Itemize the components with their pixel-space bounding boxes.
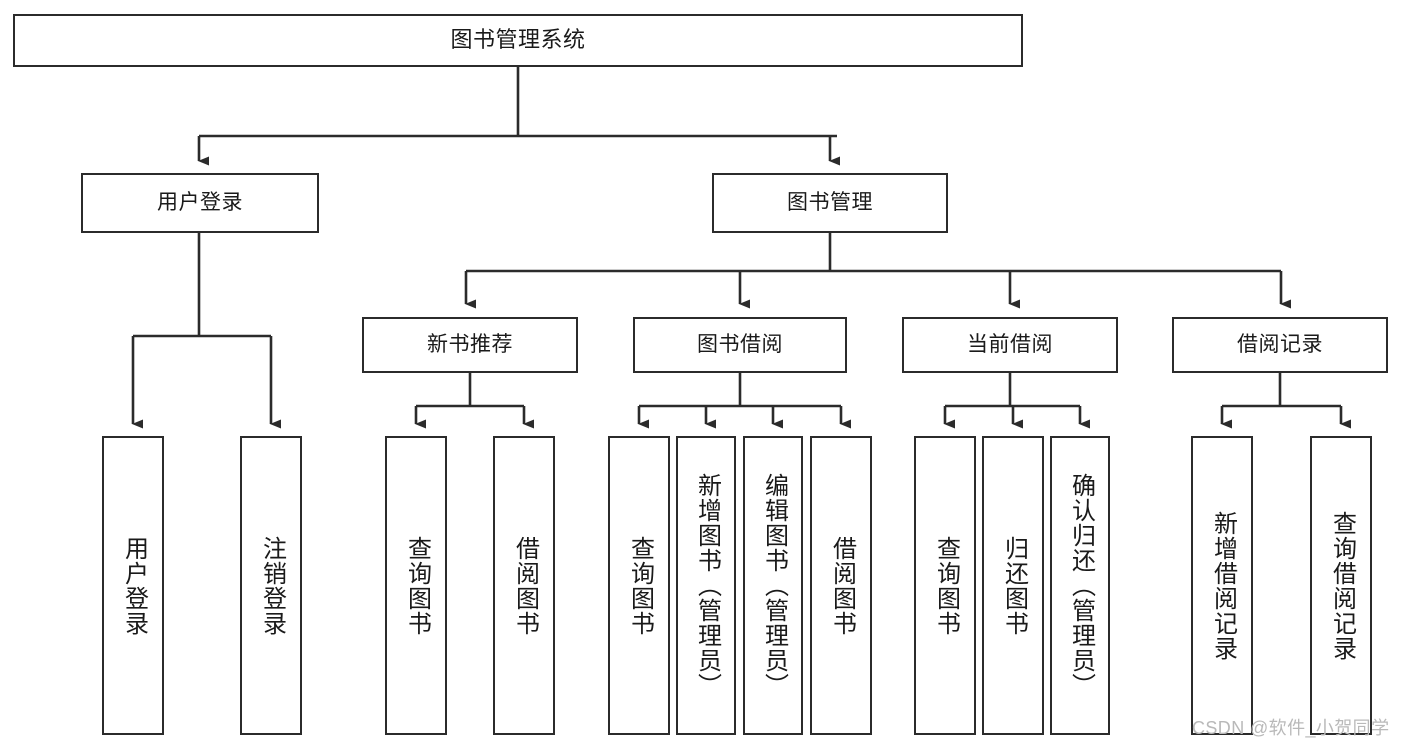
node-current-borrow-label: 当前借阅 xyxy=(967,332,1053,356)
node-leaf-user-login[interactable]: 用户登录 xyxy=(102,436,164,735)
node-leaf-user-logout-label: 注销登录 xyxy=(258,535,286,636)
node-leaf-add-record[interactable]: 新增借阅记录 xyxy=(1191,436,1253,735)
node-leaf-query-book-1-label: 查询图书 xyxy=(403,535,431,636)
node-root[interactable]: 图书管理系统 xyxy=(13,14,1023,67)
node-leaf-query-book-3-label: 查询图书 xyxy=(932,535,960,636)
node-new-book-recommend-label: 新书推荐 xyxy=(427,332,513,356)
node-leaf-add-book[interactable]: 新增图书（管理员） xyxy=(676,436,736,735)
node-leaf-query-record[interactable]: 查询借阅记录 xyxy=(1310,436,1372,735)
node-leaf-borrow-book-1-label: 借阅图书 xyxy=(511,535,539,636)
node-book-manage[interactable]: 图书管理 xyxy=(712,173,948,233)
node-current-borrow[interactable]: 当前借阅 xyxy=(902,317,1118,373)
csdn-watermark: CSDN @软件_小贺同学 xyxy=(1192,718,1390,738)
node-leaf-query-book-2-label: 查询图书 xyxy=(626,535,654,636)
node-book-borrow[interactable]: 图书借阅 xyxy=(633,317,847,373)
node-borrow-record-label: 借阅记录 xyxy=(1237,332,1323,356)
node-leaf-user-logout[interactable]: 注销登录 xyxy=(240,436,302,735)
node-leaf-borrow-book-2[interactable]: 借阅图书 xyxy=(810,436,872,735)
node-user-login[interactable]: 用户登录 xyxy=(81,173,319,233)
node-book-borrow-label: 图书借阅 xyxy=(697,332,783,356)
node-book-manage-label: 图书管理 xyxy=(787,190,873,214)
node-leaf-add-book-label: 新增图书（管理员） xyxy=(693,473,721,698)
node-leaf-borrow-book-2-label: 借阅图书 xyxy=(828,535,856,636)
node-leaf-query-record-label: 查询借阅记录 xyxy=(1328,510,1356,661)
node-leaf-add-record-label: 新增借阅记录 xyxy=(1209,510,1237,661)
node-user-login-label: 用户登录 xyxy=(157,190,243,214)
node-leaf-return-book[interactable]: 归还图书 xyxy=(982,436,1044,735)
node-leaf-borrow-book-1[interactable]: 借阅图书 xyxy=(493,436,555,735)
node-leaf-edit-book[interactable]: 编辑图书（管理员） xyxy=(743,436,803,735)
node-leaf-return-book-label: 归还图书 xyxy=(1000,535,1028,636)
node-leaf-query-book-1[interactable]: 查询图书 xyxy=(385,436,447,735)
node-new-book-recommend[interactable]: 新书推荐 xyxy=(362,317,578,373)
node-leaf-edit-book-label: 编辑图书（管理员） xyxy=(760,473,788,698)
node-leaf-user-login-label: 用户登录 xyxy=(120,535,148,636)
node-leaf-confirm-return-label: 确认归还（管理员） xyxy=(1067,473,1095,698)
node-leaf-query-book-2[interactable]: 查询图书 xyxy=(608,436,670,735)
node-root-label: 图书管理系统 xyxy=(450,27,586,53)
node-leaf-confirm-return[interactable]: 确认归还（管理员） xyxy=(1050,436,1110,735)
node-borrow-record[interactable]: 借阅记录 xyxy=(1172,317,1388,373)
node-leaf-query-book-3[interactable]: 查询图书 xyxy=(914,436,976,735)
